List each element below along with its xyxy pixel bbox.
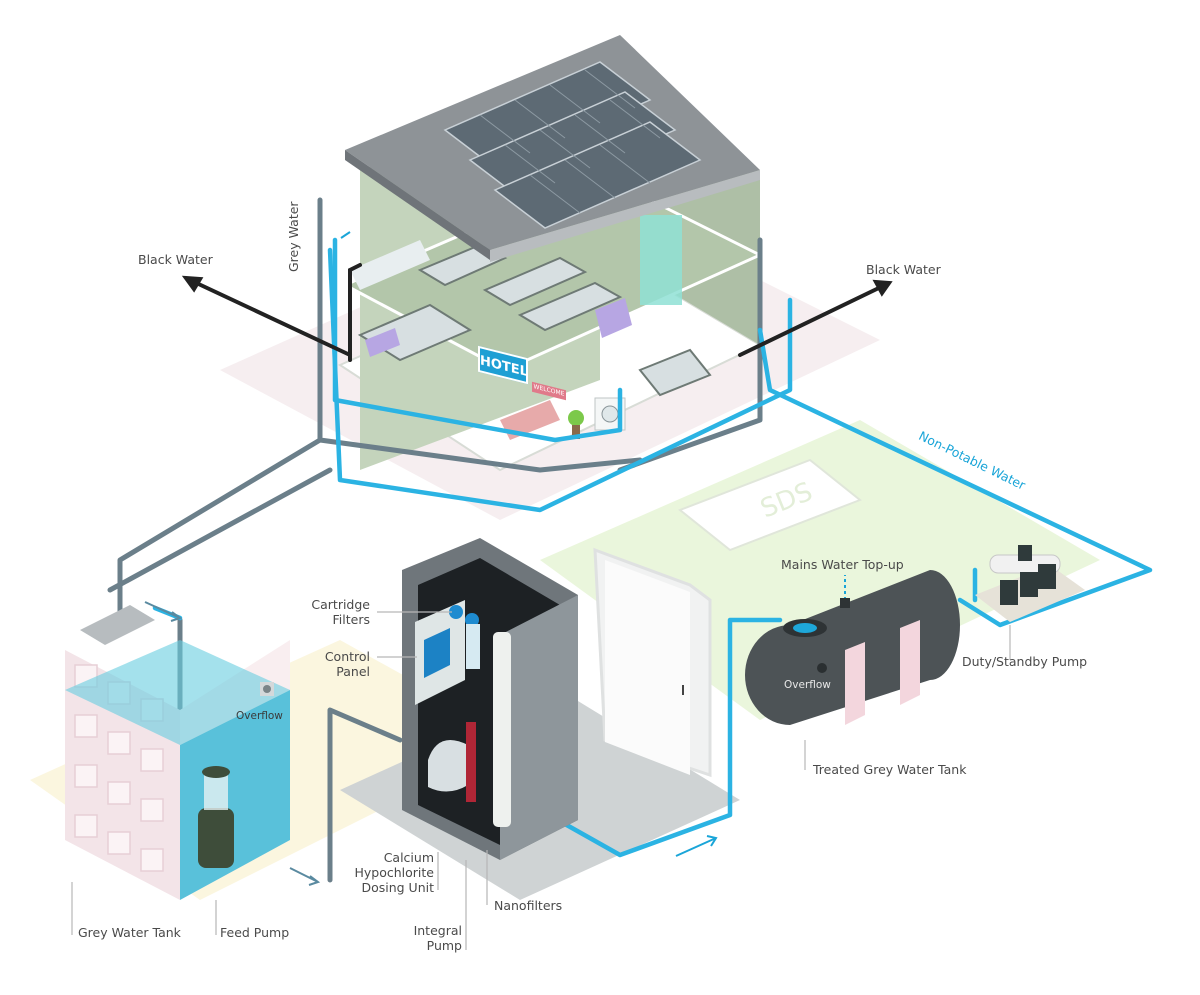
- duty-standby-pump-label: Duty/Standby Pump: [962, 654, 1088, 669]
- treated-grey-water-tank: [745, 570, 960, 725]
- black-water-left-label: Black Water: [138, 252, 213, 267]
- grey-water-label: Grey Water: [286, 201, 301, 272]
- grey-water-tank-label: Grey Water Tank: [78, 925, 181, 940]
- solar-panels: [443, 61, 702, 229]
- door: [593, 547, 712, 778]
- treated-grey-water-tank-label: Treated Grey Water Tank: [813, 762, 967, 777]
- black-water-right-label: Black Water: [866, 262, 941, 277]
- flow-arrows: [144, 231, 718, 886]
- grey-water-tank: [65, 605, 290, 900]
- duty-standby-pump: [975, 545, 1085, 622]
- nanofilters-label: Nanofilters: [494, 898, 563, 913]
- leader-lines: [71, 611, 1011, 950]
- overflow-treated-label: Overflow: [784, 679, 831, 691]
- overflow-grey-label: Overflow: [236, 710, 283, 722]
- mains-water-topup-label: Mains Water Top-up: [781, 557, 904, 572]
- feed-pump-label: Feed Pump: [220, 925, 290, 940]
- treatment-cabinet: [402, 538, 578, 860]
- black-water-pipes: [181, 263, 893, 362]
